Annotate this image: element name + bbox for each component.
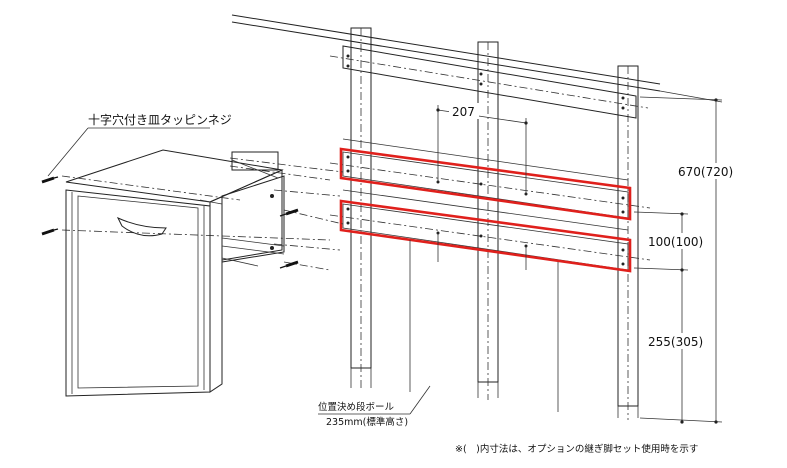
cabinet-handle-icon [116,216,167,237]
screw-icon-3 [279,208,299,217]
dim-100: 100(100) [633,211,707,422]
screw-label: 十字穴付き皿タッピンネジ [88,112,232,127]
screw-icon-1 [41,176,59,184]
positioning-cardboard [409,233,559,412]
dim-670-label: 670(720) [678,165,733,179]
top-beam [329,45,649,119]
lower-rail-highlight [339,199,632,273]
dim-670: 670(720) [639,96,736,424]
wall-stud-right [617,65,639,420]
wall-stud-left [350,27,372,390]
dim-255: 255(305) [647,333,707,424]
dim-207: 207 [436,103,528,194]
wall-top-edge [231,14,723,103]
pole-callout: 位置決め段ボール 235mm(標準高さ) [318,385,431,428]
screw-icon-4 [279,260,299,269]
pole-height-label: 235mm(標準高さ) [326,416,408,428]
lower-mounting-rail [329,189,651,273]
cabinet [65,149,285,397]
upper-rail-highlight [339,147,632,221]
footnote: ※( )内寸法は、オプションの継ぎ脚セット使用時を示す [455,443,698,455]
upper-mounting-rail [329,138,651,221]
dim-100-label: 100(100) [648,235,703,249]
screw-icon-2 [41,228,59,236]
dim-255-label: 255(305) [648,335,703,349]
alignment-guides [61,157,344,271]
screw-callout: 十字穴付き皿タッピンネジ [47,112,232,177]
dim-207-label: 207 [452,105,475,119]
pole-title-label: 位置決め段ボール [318,401,395,413]
